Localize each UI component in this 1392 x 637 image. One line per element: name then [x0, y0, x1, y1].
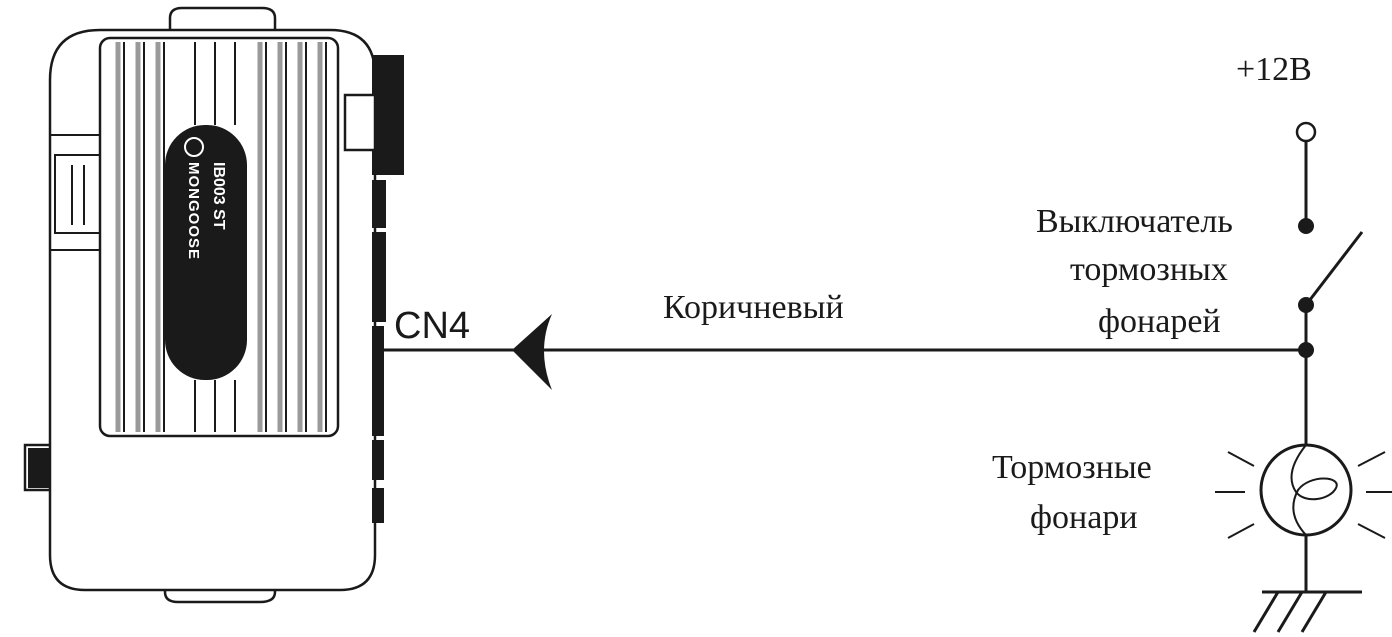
brand-name: MONGOOSE [185, 162, 202, 260]
brown-wire [380, 314, 1306, 390]
connector-label: CN4 [394, 305, 470, 347]
brand-logo-icon [184, 137, 204, 157]
power-label: +12В [1236, 51, 1312, 88]
lamp-label-line2: фонари [1030, 499, 1138, 536]
lamp-label-line1: Тормозные [992, 449, 1152, 486]
heatsink-ribs [115, 42, 327, 432]
lamp-icon [1215, 443, 1392, 539]
switch-label-line1: Выключатель [1036, 203, 1233, 240]
switch-icon [1298, 218, 1364, 350]
model-name: IB003 ST [210, 162, 227, 230]
switch-label-line3: фонарей [1098, 303, 1221, 340]
connector-block [343, 55, 404, 523]
brand-label [165, 125, 247, 380]
terminal-icon [1295, 121, 1317, 143]
arrow-left-icon [512, 314, 552, 390]
control-module: MONGOOSE IB003 ST [23, 6, 404, 604]
wire-color-label: Коричневый [663, 289, 844, 326]
switch-label-line2: тормозных [1070, 251, 1228, 288]
ground-icon [1252, 535, 1362, 633]
